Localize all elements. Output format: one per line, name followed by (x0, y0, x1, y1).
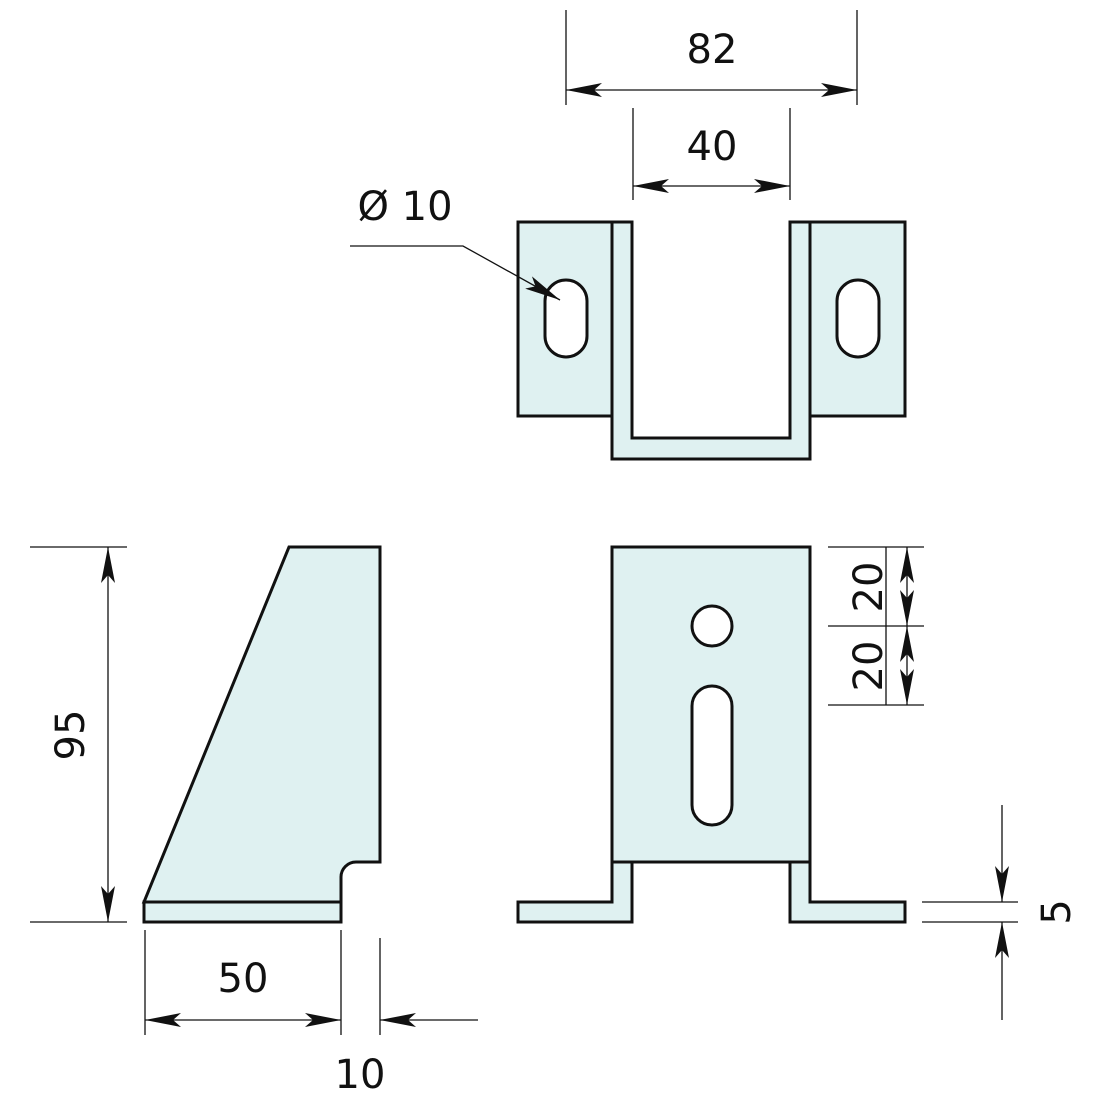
left-foot (516, 860, 634, 924)
dimension-label: 20 (846, 562, 892, 613)
round-hole (690, 604, 734, 648)
dimension-95: 95 (30, 546, 127, 923)
dimension-label: 40 (687, 124, 738, 170)
side-gusset (141, 545, 382, 904)
dimension-label: 10 (335, 1052, 386, 1098)
dimension-50: 50 (144, 930, 342, 1035)
dimension-40: 40 (632, 108, 791, 200)
dimension-label: 50 (218, 956, 269, 1002)
u-channel (610, 220, 812, 461)
dimension-hole-diameter: Ø 10 (350, 184, 561, 301)
side-base (142, 900, 343, 924)
dimension-5: 5 (922, 805, 1080, 1020)
dimension-label: 20 (846, 641, 892, 692)
dimension-label: 95 (48, 710, 94, 761)
dimension-20-20: 20 20 (828, 546, 924, 706)
front-view: 20 20 5 (516, 545, 1080, 1020)
left-slot (543, 278, 589, 359)
dimension-label: 5 (1034, 899, 1080, 924)
right-slot (835, 278, 881, 359)
dimension-10: 10 (335, 938, 478, 1098)
vertical-slot (690, 684, 734, 827)
dimension-label: 82 (687, 27, 738, 73)
side-view: 95 50 10 (30, 545, 478, 1098)
top-view: 82 40 Ø 10 (350, 10, 907, 461)
right-foot (788, 860, 907, 924)
dimension-82: 82 (565, 10, 858, 105)
dimension-label: Ø 10 (357, 184, 452, 230)
